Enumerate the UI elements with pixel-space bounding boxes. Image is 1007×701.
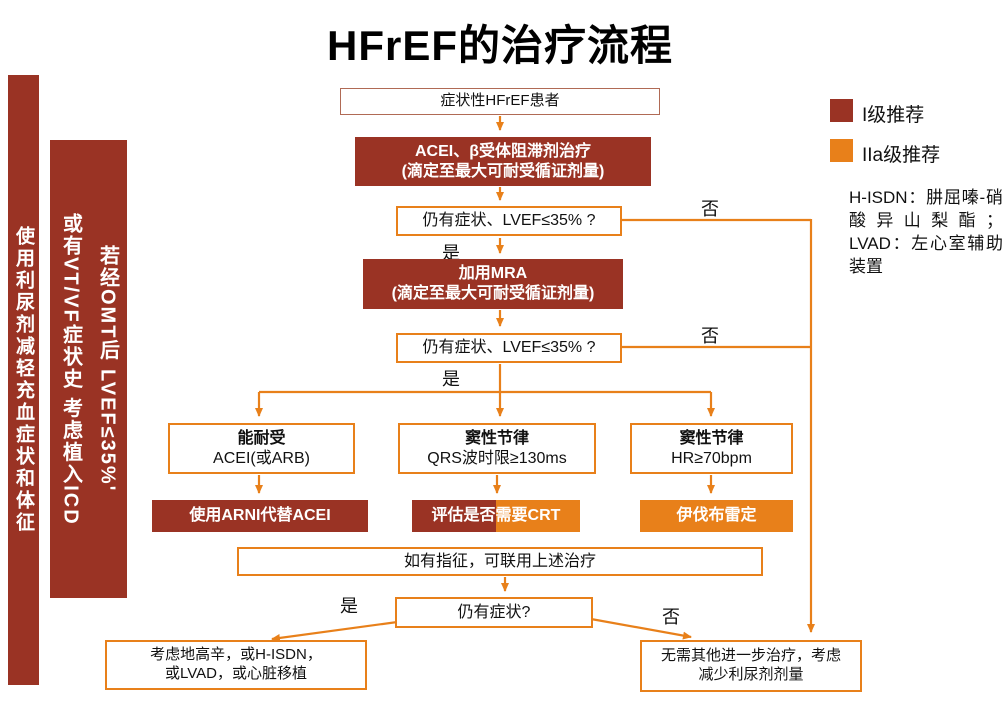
arni-action-label: 使用ARNI代替ACEI xyxy=(189,507,331,524)
branch1-cond-line2: ACEI(或ARB) xyxy=(213,449,310,467)
class1-label: I级推荐 xyxy=(862,105,925,126)
arni-action-box: 使用ARNI代替ACEI xyxy=(152,500,368,532)
start-box-label: 症状性HFrEF患者 xyxy=(440,92,560,110)
branch1-cond-line1: 能耐受 xyxy=(237,429,286,447)
ivabradine-action-label: 伊伐布雷定 xyxy=(676,507,757,524)
icd-sidebar-text: 若经OMT后 LVEF≤35%' 或有VT/VF症状史 考虑植入ICD xyxy=(52,159,126,579)
crt-action-box: 评估是否需要CRT xyxy=(412,500,580,532)
branch3-cond-line1: 窦性节律 xyxy=(679,429,744,447)
question2-label: 仍有症状、LVEF≤35% ? xyxy=(422,339,596,356)
branch2-cond-line1: 窦性节律 xyxy=(464,429,529,447)
final-yes-box: 考虑地高辛，或H-ISDN， 或LVAD，或心脏移植 xyxy=(105,640,367,690)
final-yes-line2: 或LVAD，或心脏移植 xyxy=(165,665,307,682)
question1-box: 仍有症状、LVEF≤35% ? xyxy=(396,206,622,236)
page-title: HFrEF的治疗流程 xyxy=(326,22,673,69)
final-yes-line1: 考虑地高辛，或H-ISDN， xyxy=(150,646,322,664)
icd-sidebar: 若经OMT后 LVEF≤35%' 或有VT/VF症状史 考虑植入ICD xyxy=(50,140,127,598)
question2-box: 仍有症状、LVEF≤35% ? xyxy=(396,333,622,363)
final-no-line2: 减少利尿剂剂量 xyxy=(698,666,804,683)
class1-swatch xyxy=(830,99,853,122)
icd-sidebar-col2: 或有VT/VF症状史 考虑植入ICD xyxy=(59,212,82,526)
mra-box: 加用MRA (滴定至最大可耐受循证剂量) xyxy=(363,259,623,309)
acei-betablocker-box: ACEI、β受体阻滞剂治疗 (滴定至最大可耐受循证剂量) xyxy=(355,137,651,186)
ivabradine-action-box: 伊伐布雷定 xyxy=(640,500,793,532)
crt-action-label: 评估是否需要CRT xyxy=(431,507,561,524)
final-no-line1: 无需其他进一步治疗，考虑 xyxy=(660,647,841,665)
mra-line1: 加用MRA xyxy=(458,265,528,282)
final-no-box: 无需其他进一步治疗，考虑 减少利尿剂剂量 xyxy=(640,640,862,692)
question3-box: 仍有症状? xyxy=(395,597,593,628)
class2a-swatch xyxy=(830,139,853,162)
diuretic-sidebar: 使用利尿剂减轻充血症状和体征 xyxy=(8,75,39,685)
combine-label: 如有指征，可联用上述治疗 xyxy=(403,552,596,570)
branch3-condition-box: 窦性节律 HR≥70bpm xyxy=(630,423,793,474)
yes-label-2: 是 xyxy=(442,369,460,389)
class2a-label: IIa级推荐 xyxy=(862,145,941,166)
branch2-condition-box: 窦性节律 QRS波时限≥130ms xyxy=(398,423,596,474)
start-box: 症状性HFrEF患者 xyxy=(340,88,660,115)
branch1-condition-box: 能耐受 ACEI(或ARB) xyxy=(168,423,355,474)
combine-box: 如有指征，可联用上述治疗 xyxy=(237,547,763,576)
acei-line2: (滴定至最大可耐受循证剂量) xyxy=(401,162,605,180)
no-label-1: 否 xyxy=(701,199,719,219)
icd-sidebar-col1: 若经OMT后 LVEF≤35%' xyxy=(96,245,119,493)
mra-line2: (滴定至最大可耐受循证剂量) xyxy=(391,285,595,302)
branch3-cond-line2: HR≥70bpm xyxy=(671,449,752,467)
question1-label: 仍有症状、LVEF≤35% ? xyxy=(422,212,596,229)
question3-label: 仍有症状? xyxy=(457,603,531,621)
yes-label-1: 是 xyxy=(442,243,460,263)
no-label-2: 否 xyxy=(701,326,719,346)
yes-label-3: 是 xyxy=(340,596,358,616)
abbreviation-note: H-ISDN：肼屈嗪-硝酸异山梨酯；LVAD：左心室辅助装置 xyxy=(849,188,1003,276)
acei-line1: ACEI、β受体阻滞剂治疗 xyxy=(415,142,591,160)
no-label-3: 否 xyxy=(662,607,680,627)
diuretic-sidebar-text: 使用利尿剂减轻充血症状和体征 xyxy=(13,226,34,534)
branch2-cond-line2: QRS波时限≥130ms xyxy=(427,449,567,467)
